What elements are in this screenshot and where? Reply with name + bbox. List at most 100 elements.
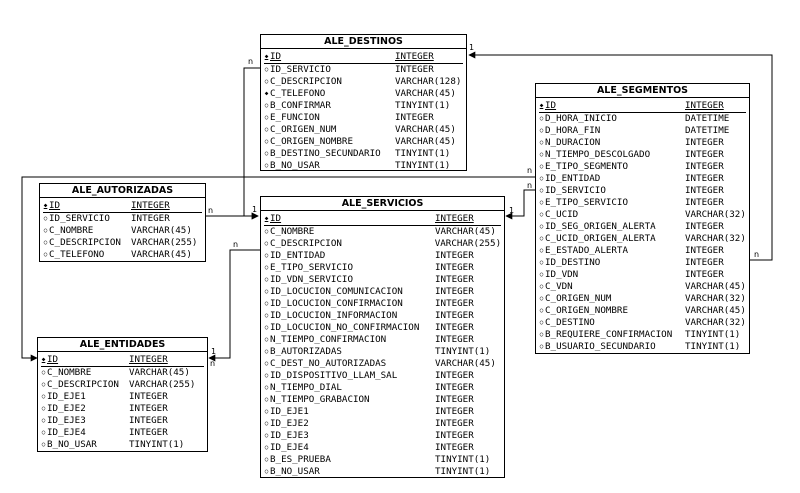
- field-type: INTEGER: [435, 322, 474, 333]
- field-icon: ○: [539, 139, 544, 146]
- field-type: TINYINT(1): [435, 454, 491, 465]
- field-icon: ○: [41, 441, 46, 448]
- field-icon: ○: [264, 300, 269, 307]
- field-icon: ○: [539, 247, 544, 254]
- field-type: INTEGER: [685, 161, 724, 172]
- field-name: N_TIEMPO_CONFIRMACION: [270, 334, 387, 345]
- field-name: ID_VDN: [545, 269, 579, 280]
- field-type: DATETIME: [685, 113, 730, 124]
- field-icon: ○: [264, 396, 269, 403]
- field-name: B_REQUIERE_CONFIRMACION: [545, 329, 673, 340]
- field-icon: ○: [264, 384, 269, 391]
- field-name: C_NOMBRE: [270, 226, 315, 237]
- field-icon: ○: [539, 271, 544, 278]
- field-icon: ○: [539, 319, 544, 326]
- field-name: ID_SEG_ORIGEN_ALERTA: [545, 221, 656, 232]
- field-type: VARCHAR(32): [685, 293, 746, 304]
- field-icon: ○: [539, 175, 544, 182]
- field-name: C_DESCRIPCION: [47, 379, 119, 390]
- field-type: DATETIME: [685, 125, 730, 136]
- field-name: ID_EJE1: [47, 391, 86, 402]
- field-icon: ○: [41, 429, 46, 436]
- field-icon: ○: [264, 276, 269, 283]
- field-type: INTEGER: [129, 403, 168, 414]
- field-type: INTEGER: [129, 391, 168, 402]
- field-icon: ○: [539, 151, 544, 158]
